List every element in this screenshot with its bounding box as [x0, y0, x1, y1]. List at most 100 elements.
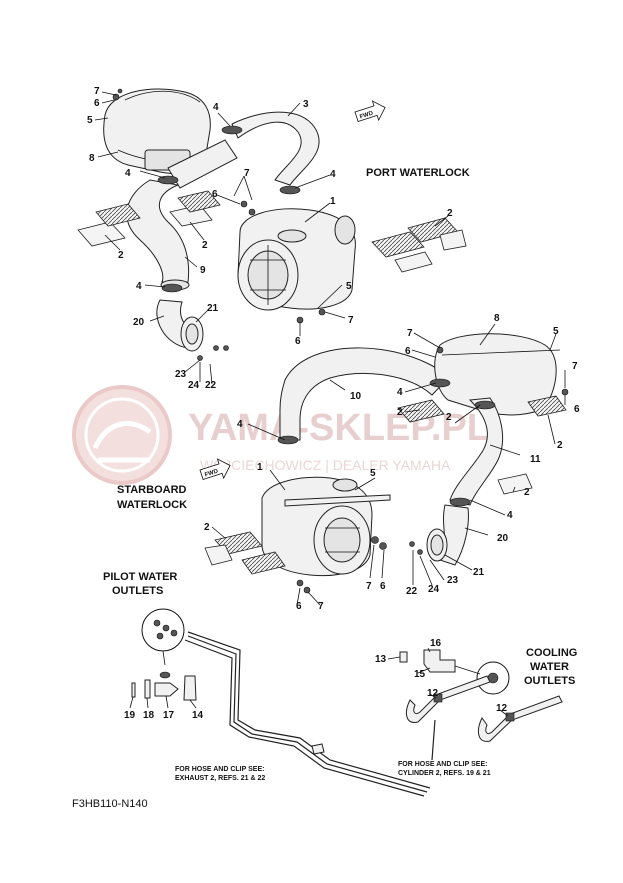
callout-5: 5 [87, 115, 93, 126]
callout-5: 5 [346, 281, 352, 292]
svg-text:FWD: FWD [359, 110, 374, 120]
callout-5: 5 [553, 326, 559, 337]
hose-12-a [405, 675, 491, 723]
fitting-14 [183, 675, 197, 701]
strap-5 [284, 494, 391, 507]
fwd-arrow-starboard: FWD [199, 458, 231, 481]
svg-text:FWD: FWD [204, 468, 219, 478]
part-18 [144, 679, 151, 699]
leader-lines [94, 91, 566, 717]
callout-3: 3 [303, 99, 309, 110]
callout-23: 23 [447, 575, 459, 586]
watermark-subtitle: WOJCIECHOWICZ | DEALER YAMAHA [200, 457, 451, 473]
nozzle-17 [154, 682, 179, 697]
callout-16: 16 [430, 638, 442, 649]
starboard-waterlock-title-2: WATERLOCK [117, 499, 187, 511]
pilot-water-title-1: PILOT WATER [103, 571, 177, 583]
part-19 [131, 682, 136, 698]
callout-7: 7 [94, 86, 100, 97]
callout-6: 6 [574, 404, 580, 415]
callout-19: 19 [124, 710, 136, 721]
notes: FOR HOSE AND CLIP SEE: EXHAUST 2, REFS. … [175, 761, 491, 782]
callout-20: 20 [497, 533, 509, 544]
callout-22: 22 [406, 586, 418, 597]
callout-21: 21 [207, 303, 219, 314]
starboard-waterlock-title-1: STARBOARD [117, 484, 187, 496]
callout-4: 4 [237, 419, 243, 430]
callout-12: 12 [496, 703, 508, 714]
callout-22: 22 [205, 380, 217, 391]
callout-9: 9 [200, 265, 206, 276]
callout-13: 13 [375, 654, 387, 665]
callout-4: 4 [397, 387, 403, 398]
callout-23: 23 [175, 369, 187, 380]
callout-1: 1 [330, 196, 336, 207]
callout-11: 11 [530, 454, 541, 465]
callout-7: 7 [366, 581, 372, 592]
callout-4: 4 [136, 281, 142, 292]
pilot-hose [187, 631, 431, 789]
callout-4: 4 [330, 169, 336, 180]
callout-2: 2 [446, 412, 452, 423]
hose-11 [449, 397, 504, 506]
callout-12: 12 [427, 688, 439, 699]
callout-7: 7 [407, 328, 413, 339]
cooling-water-assembly [399, 649, 563, 761]
callout-4: 4 [213, 102, 219, 113]
hose-10 [279, 347, 449, 441]
cooling-water-title-3: OUTLETS [524, 675, 575, 687]
cylinder-note-line2: CYLINDER 2, REFS. 19 & 21 [398, 770, 491, 777]
callout-8: 8 [89, 153, 95, 164]
watermark-brand: YAMA-SKLEP.PL [188, 407, 490, 449]
fwd-arrow-port: FWD [354, 100, 386, 123]
callout-15: 15 [414, 669, 426, 680]
cylinder-note-line1: FOR HOSE AND CLIP SEE: [398, 761, 487, 768]
callout-14: 14 [192, 710, 204, 721]
pilot-detail-circle [141, 608, 185, 652]
callout-6: 6 [380, 581, 386, 592]
callout-2: 2 [524, 487, 530, 498]
callout-24: 24 [188, 380, 200, 391]
callout-2: 2 [557, 440, 563, 451]
callout-2: 2 [397, 407, 403, 418]
diagram-code: F3HB110-N140 [72, 798, 148, 810]
callout-17: 17 [163, 710, 175, 721]
callout-7: 7 [572, 361, 578, 372]
hose-3 [231, 111, 320, 186]
port-waterlock-title: PORT WATERLOCK [366, 167, 470, 179]
pilot-water-title-2: OUTLETS [112, 585, 163, 597]
callout-numbers: 7 6 5 8 4 3 4 7 6 4 1 2 2 2 9 4 5 21 20 … [87, 86, 580, 721]
callout-7: 7 [348, 315, 354, 326]
callout-6: 6 [212, 189, 218, 200]
pilot-water-assembly [131, 608, 431, 797]
callout-2: 2 [202, 240, 208, 251]
callout-2: 2 [204, 522, 210, 533]
hose-9 [126, 179, 190, 283]
callout-8: 8 [494, 313, 500, 324]
callout-6: 6 [296, 601, 302, 612]
section-titles: PORT WATERLOCK STARBOARD WATERLOCK PILOT… [103, 167, 577, 687]
callout-24: 24 [428, 584, 440, 595]
callout-4: 4 [507, 510, 513, 521]
callout-4: 4 [125, 168, 131, 179]
callout-2: 2 [447, 208, 453, 219]
watermark-logo [72, 385, 172, 485]
callout-6: 6 [295, 336, 301, 347]
callout-5: 5 [370, 468, 376, 479]
callout-1: 1 [257, 462, 263, 473]
callout-7: 7 [244, 168, 250, 179]
callout-2: 2 [118, 250, 124, 261]
cooling-water-title-1: COOLING [526, 647, 577, 659]
callout-21: 21 [473, 567, 485, 578]
callout-20: 20 [133, 317, 145, 328]
exhaust-note-line1: FOR HOSE AND CLIP SEE: [175, 766, 264, 773]
callout-6: 6 [405, 346, 411, 357]
callout-18: 18 [143, 710, 155, 721]
callout-7: 7 [318, 601, 324, 612]
cooling-water-title-2: WATER [530, 661, 569, 673]
exhaust-note-line2: EXHAUST 2, REFS. 21 & 22 [175, 775, 265, 782]
port-waterlock-assembly: FWD [77, 88, 467, 361]
screw-13 [399, 651, 408, 663]
callout-6: 6 [94, 98, 100, 109]
